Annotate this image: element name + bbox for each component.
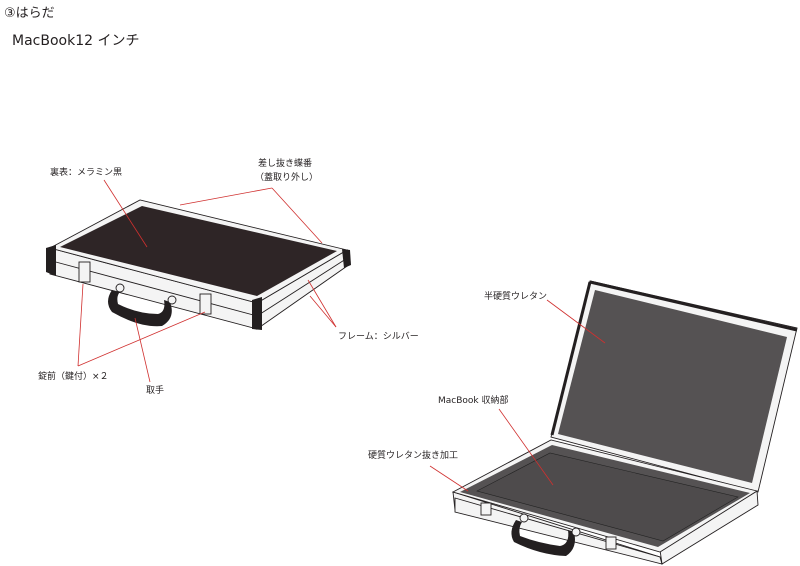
label-lid-foam: 半硬質ウレタン xyxy=(484,290,547,302)
label-lock: 錠前（鍵付）×２ xyxy=(38,370,109,382)
handle xyxy=(108,290,172,327)
label-handle: 取手 xyxy=(146,384,164,396)
page-title: ③はらだ xyxy=(4,6,55,21)
latch xyxy=(480,502,492,516)
latch xyxy=(78,261,91,283)
latch xyxy=(199,293,212,315)
latch xyxy=(605,536,617,550)
label-hinge-line2: （蓋取り外し） xyxy=(255,171,318,183)
closed-case-melamine-top xyxy=(60,206,337,296)
handle xyxy=(511,520,575,556)
label-frame: フレーム：シルバー xyxy=(338,331,419,342)
corner-guard xyxy=(252,297,262,330)
corner-guard xyxy=(46,245,56,276)
corner-guard xyxy=(342,249,351,268)
label-surface: 裏表：メラミン黒 xyxy=(50,166,122,178)
label-hinge-line1: 差し抜き蝶番 xyxy=(258,157,312,169)
label-base-foam: 硬質ウレタン抜き加工 xyxy=(368,449,458,461)
macbook-cavity xyxy=(476,452,739,542)
lid-foam xyxy=(558,290,787,483)
page-subtitle: MacBook12 インチ xyxy=(12,33,140,49)
label-storage: MacBook 収納部 xyxy=(438,394,509,406)
closed-case-illustration xyxy=(46,199,351,330)
open-case-illustration xyxy=(451,280,798,565)
